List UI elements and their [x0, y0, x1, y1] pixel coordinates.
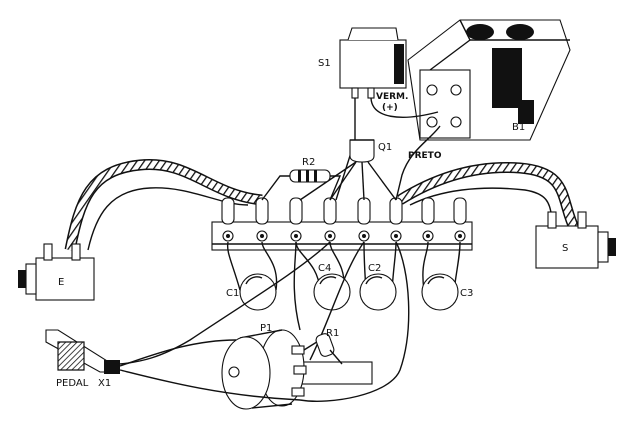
label-s1: S1 — [318, 58, 331, 69]
potentiometer-p1: P1 — [221, 323, 373, 410]
label-c4: C4 — [318, 263, 331, 274]
label-b1: B1 — [512, 122, 525, 133]
resistor-r2: R2 — [261, 157, 342, 201]
label-pedal: PEDAL — [56, 378, 89, 389]
label-preto: PRETO — [408, 151, 442, 161]
label-c3: C3 — [460, 288, 473, 299]
resistor-r1: R1 — [303, 328, 343, 365]
label-q1: Q1 — [378, 142, 392, 153]
label-e: E — [58, 277, 64, 288]
label-x1: X1 — [98, 378, 111, 389]
switch-s1: S1 — [318, 27, 407, 99]
label-p1: P1 — [260, 323, 272, 334]
input-cable — [64, 159, 263, 252]
output-cable — [397, 162, 580, 233]
capacitors: C1 C4 C2 C3 — [226, 241, 473, 311]
terminal-lugs — [221, 197, 467, 225]
label-plus: (+) — [382, 103, 398, 113]
label-c2: C2 — [368, 263, 381, 274]
jack-s: S — [535, 211, 616, 269]
pedal-x1: PEDAL X1 — [45, 329, 301, 401]
label-verm: VERM. — [376, 92, 408, 102]
battery-b1: B1 — [407, 19, 571, 141]
pot-wires — [119, 241, 410, 402]
terminal-strip — [211, 197, 473, 251]
jack-e: E — [18, 243, 95, 301]
terminal-screws — [222, 230, 466, 242]
label-s: S — [562, 243, 568, 254]
label-c1: C1 — [226, 288, 239, 299]
label-r2: R2 — [302, 157, 315, 168]
label-r1: R1 — [326, 328, 339, 339]
